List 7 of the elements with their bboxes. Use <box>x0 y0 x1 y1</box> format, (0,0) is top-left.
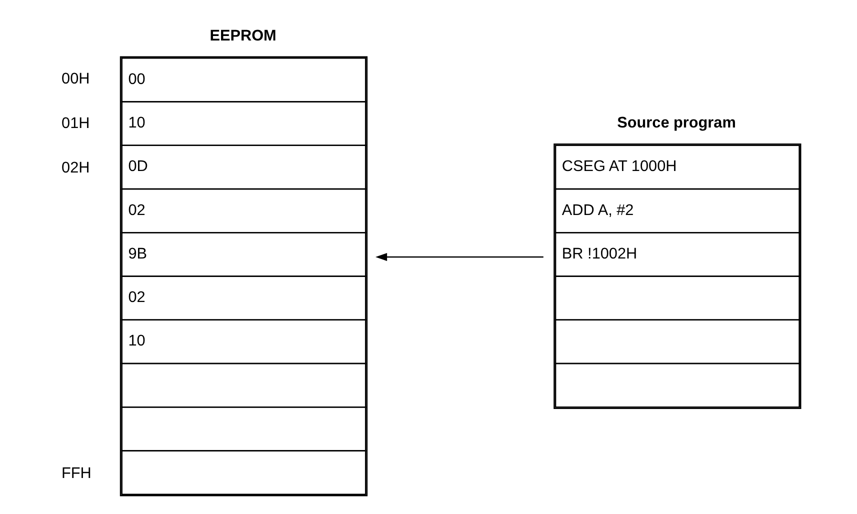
node-label: EEPROM <box>210 27 276 44</box>
node-label: 01H <box>62 115 90 132</box>
node-label: 00H <box>62 70 90 88</box>
node-label: Source program <box>617 114 736 132</box>
node-label: FFH <box>62 464 92 482</box>
node-label: 02H <box>62 159 90 176</box>
arrow <box>375 252 544 262</box>
